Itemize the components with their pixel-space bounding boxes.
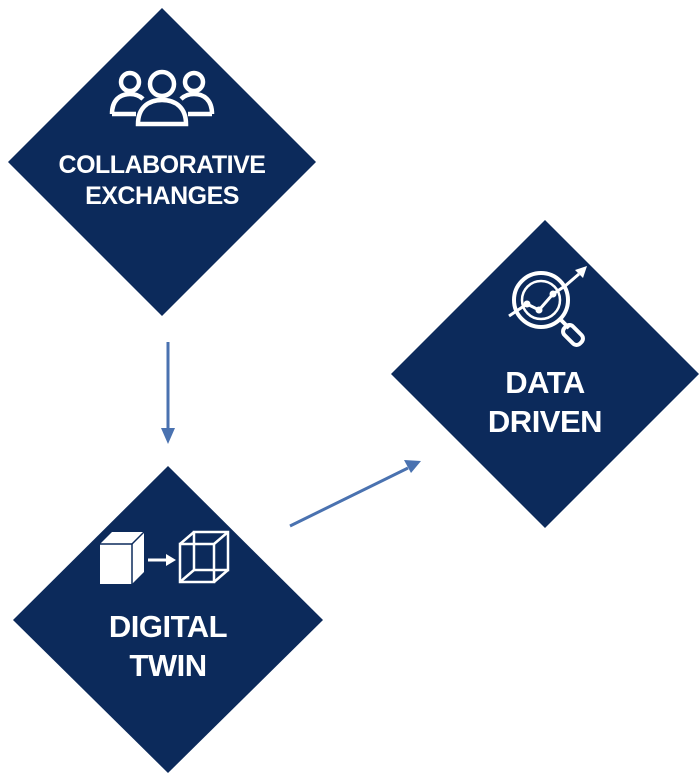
label-line: DRIVEN <box>487 403 603 439</box>
data-driven-diamond <box>391 220 699 528</box>
cube-to-wireframe-icon <box>100 530 230 584</box>
arrow-collab-to-twin <box>161 342 175 444</box>
arrow-twin-to-data <box>289 460 421 528</box>
collaborative-exchanges-diamond <box>8 8 316 316</box>
label-line: EXCHANGES <box>85 182 239 211</box>
digital-twin-label: DIGITAL TWIN <box>13 608 323 686</box>
label-line: DIGITAL <box>108 609 228 644</box>
label-line: COLLABORATIVE <box>58 151 266 179</box>
collaborative-exchanges-label: COLLABORATIVE EXCHANGES <box>8 150 316 213</box>
label-line: TWIN <box>129 647 207 683</box>
data-driven-label: DATA DRIVEN <box>391 364 699 442</box>
people-group-icon <box>109 69 215 127</box>
label-line: DATA <box>505 365 585 400</box>
digital-twin-diamond <box>13 466 323 773</box>
magnifier-chart-icon <box>508 266 587 347</box>
